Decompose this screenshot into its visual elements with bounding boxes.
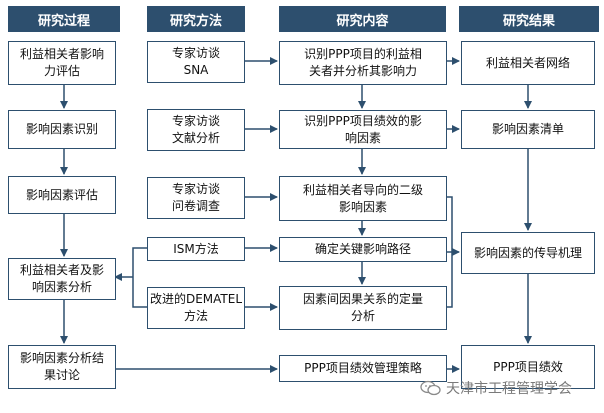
header-content: 研究内容 — [279, 6, 446, 32]
process-factor-evaluation: 影响因素评估 — [8, 176, 116, 214]
watermark-text: 天津市工程管理学会 — [446, 381, 572, 397]
method-expert-questionnaire: 专家访谈问卷调查 — [147, 177, 245, 219]
result-transmission-mechanism: 影响因素的传导机理 — [461, 232, 595, 274]
content-key-paths: 确定关键影响路径 — [279, 237, 447, 262]
content-secondary-factors: 利益相关者导向的二级影响因素 — [279, 176, 447, 221]
wechat-icon — [420, 380, 441, 396]
method-expert-literature: 专家访谈文献分析 — [147, 109, 245, 151]
process-stakeholder-influence: 利益相关者影响力评估 — [8, 41, 116, 85]
process-result-discussion: 影响因素分析结果讨论 — [8, 345, 116, 389]
content-management-strategy: PPP项目绩效管理策略 — [279, 355, 447, 382]
result-ppp-performance: PPP项目绩效 — [461, 345, 595, 389]
content-causal-analysis: 因素间因果关系的定量分析 — [279, 286, 447, 330]
header-results: 研究结果 — [459, 6, 599, 32]
header-process: 研究过程 — [8, 6, 120, 32]
bracket-methods — [132, 247, 147, 308]
process-factor-identification: 影响因素识别 — [8, 110, 116, 149]
process-stakeholder-factor-analysis: 利益相关者及影响因素分析 — [8, 258, 116, 300]
result-stakeholder-network: 利益相关者网络 — [461, 41, 595, 85]
watermark: 天津市工程管理学会 — [420, 378, 572, 398]
content-identify-stakeholders: 识别PPP项目的利益相关者并分析其影响力 — [279, 41, 447, 85]
content-identify-factors: 识别PPP项目绩效的影响因素 — [279, 110, 447, 149]
result-factor-list: 影响因素清单 — [461, 110, 595, 149]
header-methods: 研究方法 — [147, 6, 245, 32]
method-ism: ISM方法 — [147, 237, 245, 261]
